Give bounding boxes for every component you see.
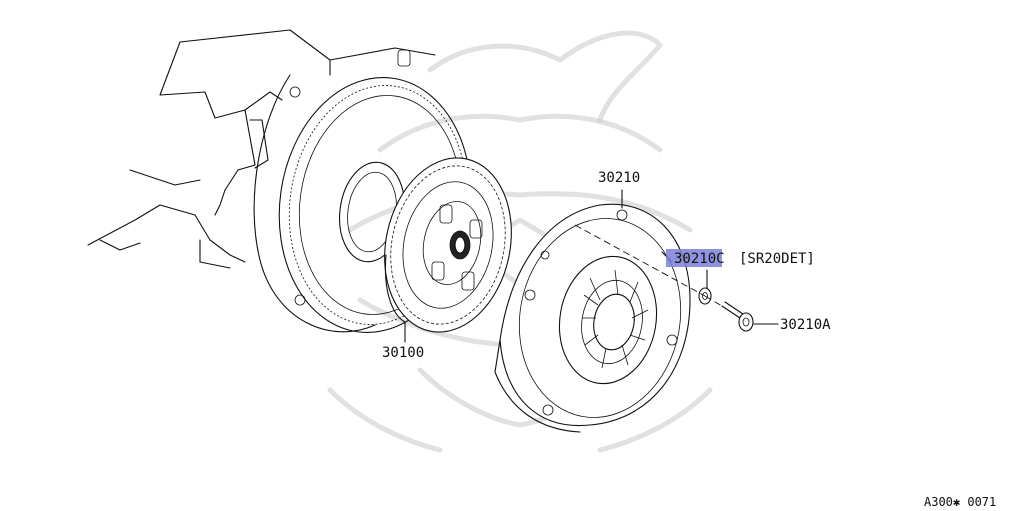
engine-spec-label: [SR20DET]: [739, 251, 815, 267]
bolt: [721, 301, 754, 332]
callout-30210[interactable]: 30210: [598, 170, 640, 186]
assembly-line: [574, 224, 706, 297]
callout-30100[interactable]: 30100: [382, 345, 424, 361]
callout-30210c[interactable]: 30210C: [674, 251, 725, 267]
part-highlight: [666, 249, 722, 267]
pressure-plate: [494, 203, 691, 433]
assembly-line-bolt: [704, 295, 723, 307]
clutch-disc: [384, 157, 512, 333]
callout-30210a[interactable]: 30210A: [780, 317, 831, 333]
figure-code: A300✱ 0071: [924, 495, 996, 509]
engine-block: [87, 29, 436, 269]
